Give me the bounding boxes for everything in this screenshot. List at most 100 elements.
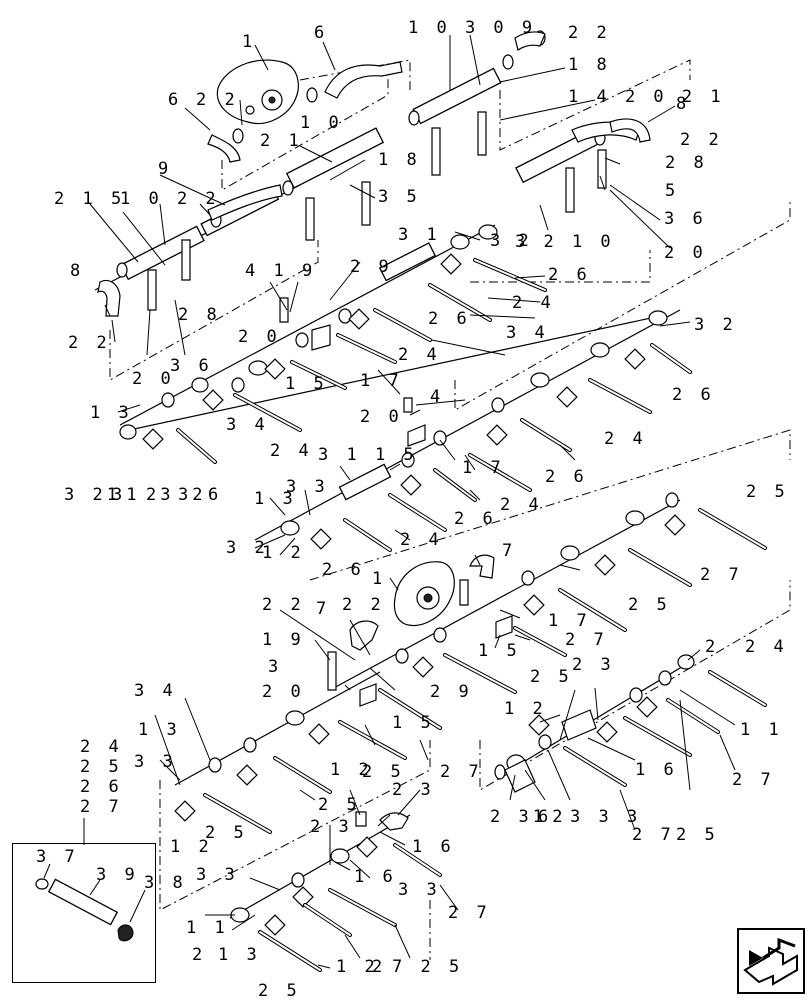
callout-32-row4: 3 2 [226,538,269,558]
callout-1-pump-bottom: 1 [372,569,386,589]
navigation-arrow-icon[interactable] [737,928,805,994]
callout-23-bottom: 2 3 [392,780,435,800]
callout-35: 3 5 [378,187,421,207]
callout-33-row4: 3 3 [286,477,329,497]
callout-27-legend: 2 7 [80,797,123,817]
callout-7-right: 7 [502,541,516,561]
callout-26-right: 2 6 [672,385,715,405]
callout-25-lower: 2 5 [258,981,301,1000]
callout-16-right: 1 6 [635,760,678,780]
callout-2-lower: 2 [192,945,206,965]
callout-24-legend: 2 4 [80,737,123,757]
callout-27-lower: 2 7 [448,903,491,923]
callout-15-bottom: 1 5 [392,713,435,733]
callout-22-left: 2 2 [68,333,111,353]
rods [176,258,767,972]
callout-18-mid: 1 8 [378,150,421,170]
callout-24-row3: 2 4 [500,495,543,515]
callout-22-bottom-a: 2 2 [262,595,305,615]
callout-28-left: 2 8 [178,305,221,325]
callout-11-lower: 1 1 [186,918,229,938]
callout-25-row4: 2 5 [628,595,671,615]
callout-24-right: 2 4 [604,429,647,449]
callout-4: 4 [430,387,444,407]
callout-27-row4: 2 7 [565,630,608,650]
callout-12-bottom: 1 2 [330,760,373,780]
callout-25-mid: 2 5 [530,667,573,687]
callout-33-lower: 3 3 [196,865,239,885]
callout-37-inset: 3 7 [36,847,79,867]
callout-17-mid: 1 7 [360,371,403,391]
callout-3-bottom: 3 [268,657,282,677]
pump-top [216,59,299,124]
callout-12-mid: 1 2 [504,699,547,719]
callout-3-21: 3 21 [64,485,121,505]
callout-2-right: 2 [705,637,719,657]
callout-27-lower-right: 2 7 [632,825,675,845]
callout-32-row2: 3 2 [490,231,533,251]
callout-39-inset: 3 9 [96,865,139,885]
callout-24-left: 2 4 [270,441,313,461]
callout-31: 3 1 [398,225,441,245]
callout-36-left: 3 6 [170,356,213,376]
callout-22-right: 2 2 [680,130,723,150]
callout-38-inset: 3 8 [144,873,187,893]
callout-62: 62 [538,807,566,827]
callout-7-left: 7 [316,599,330,619]
callout-29-bottom: 2 9 [430,682,473,702]
callout-31-left: 31 [112,485,140,505]
callout-2-lower-b: 2 [372,957,386,977]
callout-24-mid: 2 4 [398,345,441,365]
callout-16-lower: 1 6 [354,867,397,887]
callout-13-row4: 1 3 [254,489,297,509]
callout-19-bottom: 1 9 [262,630,305,650]
callout-15-mid: 1 5 [285,374,328,394]
callout-18-top: 1 8 [568,55,611,75]
callout-13-row3: 1 3 [90,403,133,423]
callout-12-lower: 1 2 [336,957,379,977]
inset-assembly [35,863,146,942]
callout-22-top: 2 2 [568,23,611,43]
callout-10309: 1 0 3 0 9 [408,18,536,38]
callouts: 1 6 1 0 3 0 9 2 2 1 8 6 2 2 1 4 2 0 2 1 … [36,18,785,1000]
callout-8-left: 8 [70,261,84,281]
callout-21: 2 1 [260,131,303,151]
callout-26-row3: 2 6 [545,467,588,487]
callout-27-bottom: 2 7 [440,762,483,782]
callout-20-bottom: 2 0 [262,682,305,702]
callout-333: 3 3 3 [570,807,641,827]
callout-419: 4 1 9 [245,261,316,281]
callout-29-row2: 2 9 [350,257,393,277]
callout-25-lower-right: 2 5 [676,825,719,845]
callout-22-bottom-b: 2 2 [342,595,385,615]
callout-33-lower-b: 3 3 [398,880,441,900]
callout-26-row4: 2 6 [454,509,497,529]
callout-25-bottom: 2 5 [362,762,405,782]
callout-1022: 1 0 2 2 [120,189,220,209]
callout-2-31: 2 31 [490,807,547,827]
callout-34-left: 3 4 [226,415,269,435]
callout-20-left: 2 0 [132,369,175,389]
callout-13-lower: 1 3 [218,945,261,965]
callout-20-right: 2 0 [664,243,707,263]
callout-8-top: 8 [676,94,690,114]
callout-3115: 3 1 1 5 [318,445,418,465]
callout-27-right: 2 7 [700,565,743,585]
brackets [147,111,607,827]
leader-lines [83,34,736,969]
callout-11-right: 1 1 [740,720,783,740]
callout-215: 2 1 5 [54,189,125,209]
callout-12-left: 1 2 [170,837,213,857]
callout-15-row4: 1 5 [478,641,521,661]
callout-725: 7 2 5 [392,957,463,977]
callout-34-right: 3 4 [506,323,549,343]
callout-27-far-right: 2 7 [732,770,775,790]
callout-26-row4b: 2 6 [322,560,365,580]
callout-20-row3: 2 0 [360,407,403,427]
callout-24-row2: 2 4 [512,293,555,313]
callout-34-bottom: 3 4 [134,681,177,701]
callout-6-elbow: 6 [168,90,182,110]
callout-142021: 1 4 2 0 2 1 [568,87,725,107]
callout-26-row2: 2 6 [548,265,591,285]
